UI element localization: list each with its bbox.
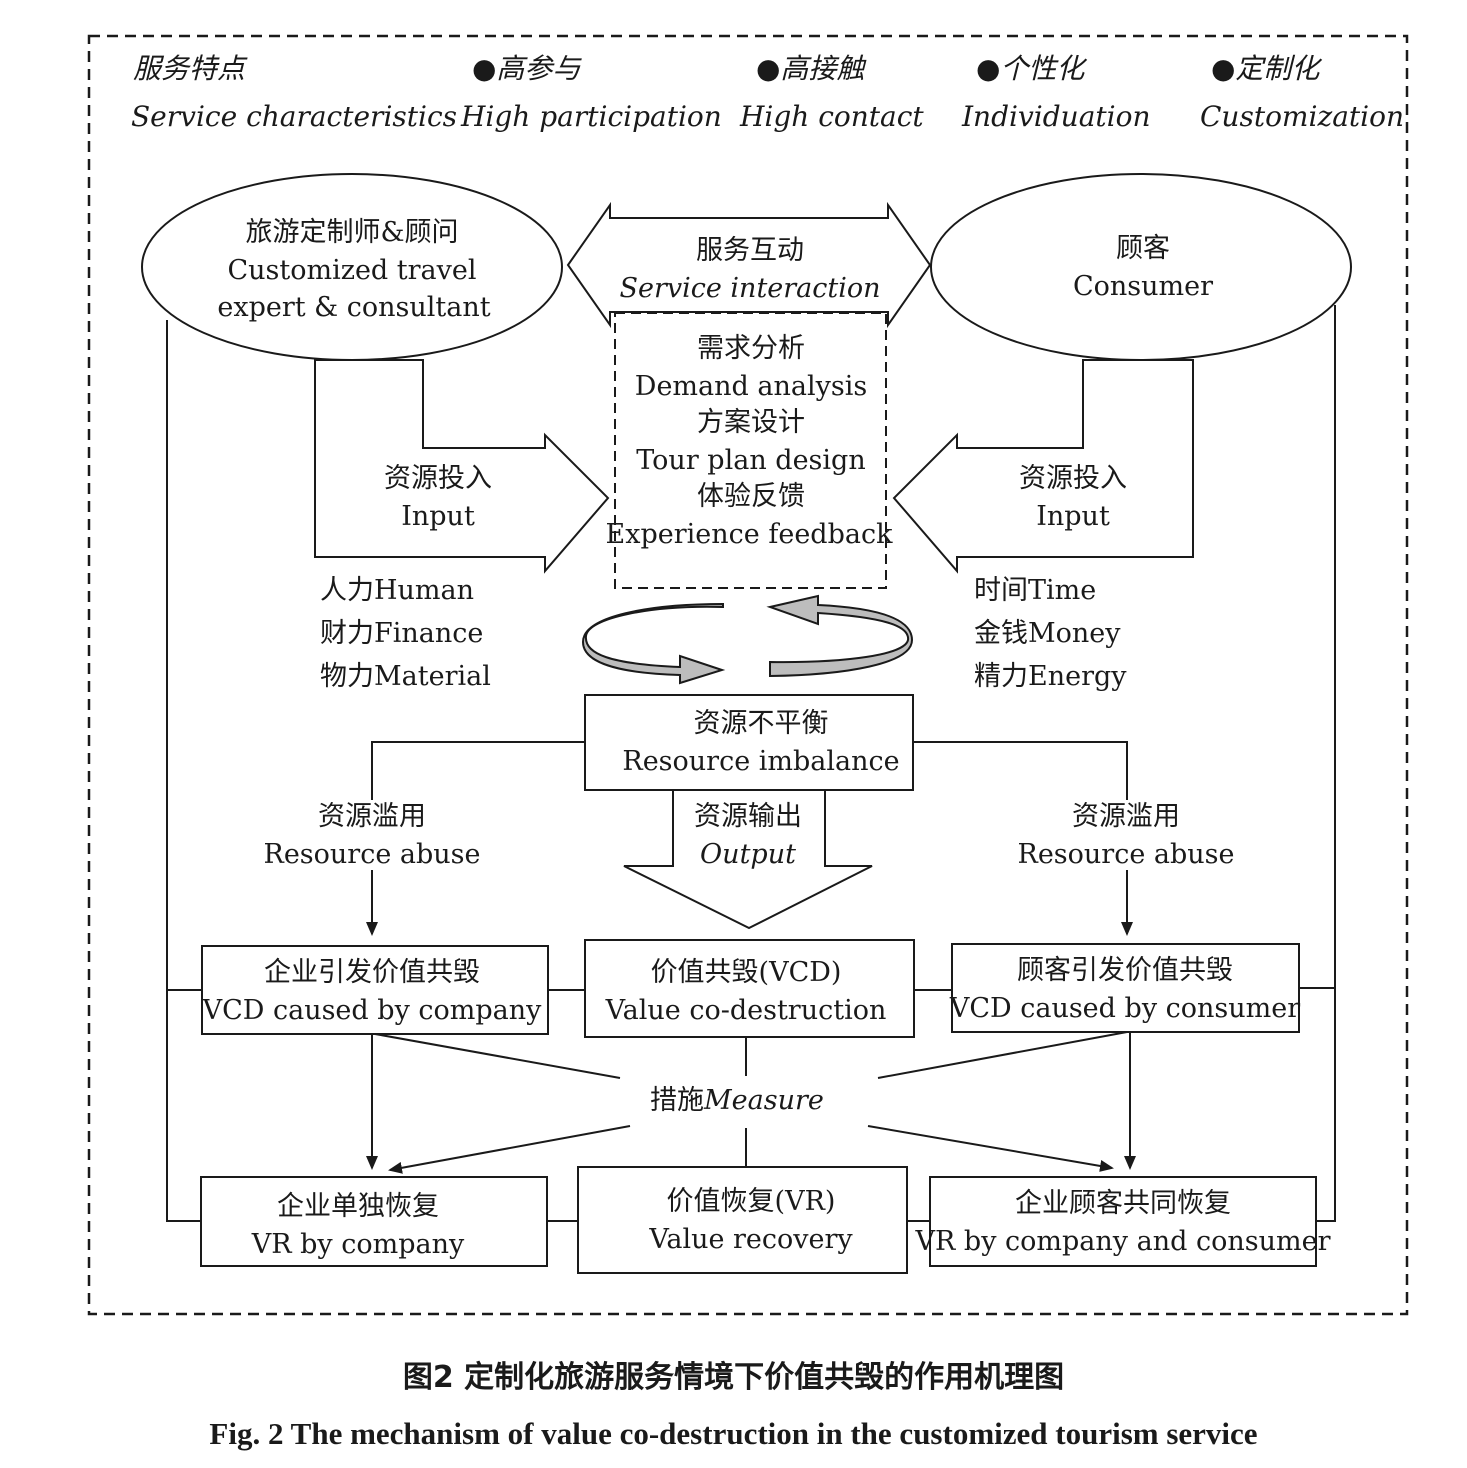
characteristic-item-cn: ●高接触: [756, 52, 865, 85]
cycle-arrows: [581, 594, 914, 685]
measure-line-from-consumer: [877, 1031, 1128, 1079]
vr-center-label-en: Value recovery: [649, 1224, 853, 1255]
vr-center-box: [577, 1166, 908, 1274]
left-feedback-line: [166, 320, 201, 1222]
abuse-line-right: [913, 741, 1128, 800]
right-resource-item: 精力Energy: [974, 661, 1127, 692]
measure-line-from-company: [374, 1033, 621, 1079]
vcd-center-label-cn: 价值共毁(VCD): [650, 957, 842, 988]
vcd-consumer-box: [951, 943, 1300, 1033]
abuse-right-label-cn: 资源滥用: [1072, 801, 1180, 832]
vr-company-label-en: VR by company: [251, 1229, 465, 1260]
characteristic-item-cn: ●定制化: [1211, 52, 1320, 85]
vcd-consumer-label-cn: 顾客引发价值共毁: [1017, 955, 1233, 986]
service-interaction-arrow: [566, 201, 932, 329]
right-feedback-line: [1316, 305, 1336, 1222]
left-resource-item: 财力Finance: [320, 618, 484, 649]
right-input-arrow: [892, 359, 1194, 574]
abuse-line-left: [371, 741, 585, 800]
imbalance-label-en: Resource imbalance: [622, 746, 900, 777]
measure-arrow-to-company: [388, 1125, 631, 1174]
right-input-label-cn: 资源投入: [1019, 463, 1127, 494]
vcd-company-label-en: VCD caused by company: [202, 995, 542, 1026]
measure-label-cn: 措施: [650, 1085, 704, 1116]
process-step-en: Demand analysis: [634, 371, 868, 402]
figure-caption-en: Fig. 2 The mechanism of value co-destruc…: [209, 1416, 1258, 1451]
characteristic-item-cn: ●个性化: [976, 52, 1085, 85]
characteristics-label-cn: 服务特点: [133, 52, 246, 85]
left-input-arrow: [314, 359, 610, 574]
vcd-consumer-label-en: VCD caused by consumer: [949, 993, 1301, 1024]
process-step-cn: 需求分析: [697, 333, 805, 364]
output-label-cn: 资源输出: [694, 801, 802, 832]
vcd-center-box: [584, 939, 915, 1038]
vcd-center-label-en: Value co-destruction: [605, 995, 887, 1026]
left-resource-item: 人力Human: [320, 575, 475, 606]
vr-center-label-cn: 价值恢复(VR): [666, 1186, 836, 1217]
expert-label-en-line1: Customized travel: [227, 255, 477, 286]
characteristic-item-en: High contact: [740, 100, 924, 133]
figure-caption-cn: 图2 定制化旅游服务情境下价值共毁的作用机理图: [402, 1360, 1065, 1395]
measure-label: 措施Measure: [650, 1084, 824, 1118]
process-step-en: Experience feedback: [605, 519, 893, 550]
vcd-company-label-cn: 企业引发价值共毁: [264, 957, 480, 988]
characteristic-item-cn: ●高参与: [472, 52, 581, 85]
process-dashed-box: [614, 312, 887, 589]
characteristics-label-en: Service characteristics: [131, 100, 458, 133]
abuse-left-label-cn: 资源滥用: [318, 801, 426, 832]
vr-joint-label-cn: 企业顾客共同恢复: [1015, 1188, 1231, 1219]
characteristic-item-en: Customization: [1200, 100, 1404, 133]
left-input-label-cn: 资源投入: [384, 463, 492, 494]
vr-joint-label-en: VR by company and consumer: [915, 1226, 1331, 1257]
outer-dashed-frame: [87, 34, 1409, 1316]
measure-label-en: Measure: [704, 1085, 824, 1116]
expert-label-cn: 旅游定制师&顾问: [245, 217, 459, 248]
consumer-ellipse: [930, 173, 1352, 361]
output-label-en: Output: [700, 839, 796, 870]
consumer-label-cn: 顾客: [1116, 233, 1170, 264]
measure-arrow-to-joint: [867, 1125, 1114, 1172]
output-arrow: [623, 789, 873, 930]
imbalance-label-cn: 资源不平衡: [693, 708, 829, 739]
left-input-label-en: Input: [401, 501, 475, 532]
interaction-label-cn: 服务互动: [696, 235, 804, 266]
interaction-label-en: Service interaction: [619, 273, 881, 304]
vr-joint-box: [929, 1176, 1317, 1267]
process-step-en: Tour plan design: [636, 445, 866, 476]
right-resource-item: 时间Time: [974, 575, 1097, 606]
abuse-right-label-en: Resource abuse: [1017, 839, 1235, 870]
process-step-cn: 方案设计: [697, 407, 805, 438]
left-resource-item: 物力Material: [320, 661, 491, 692]
process-step-cn: 体验反馈: [697, 481, 805, 512]
consumer-label-en: Consumer: [1072, 271, 1214, 302]
right-resource-item: 金钱Money: [974, 618, 1121, 649]
right-input-label-en: Input: [1036, 501, 1110, 532]
abuse-left-label-en: Resource abuse: [263, 839, 481, 870]
characteristic-item-en: Individuation: [962, 100, 1151, 133]
vr-company-label-cn: 企业单独恢复: [277, 1191, 439, 1222]
characteristic-item-en: High participation: [461, 100, 722, 133]
expert-label-en-line2: expert & consultant: [217, 292, 491, 323]
